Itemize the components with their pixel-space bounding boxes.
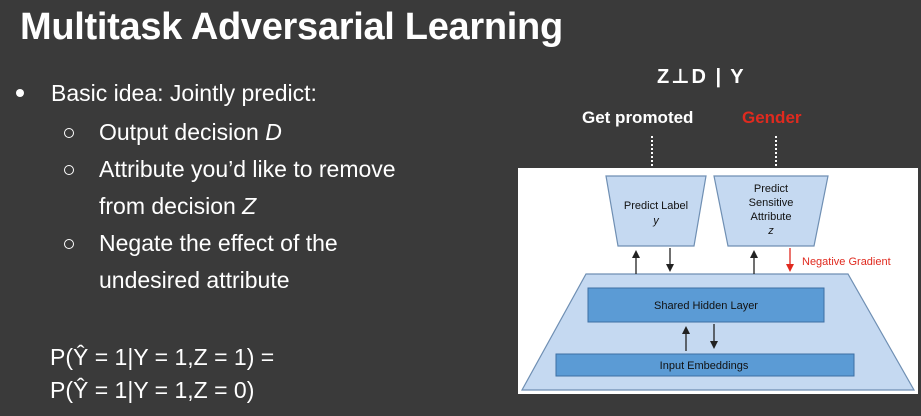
independence-statement: Z⊥D | Y [657, 66, 746, 88]
predict-label-var: y [652, 215, 660, 227]
predict-sensitive-line3: Attribute [751, 211, 792, 223]
sub-bullet-negate-line1: Negate the effect of the [99, 230, 338, 256]
negative-gradient-label: Negative Gradient [802, 256, 891, 268]
sub-bullet-output-text: Output decision D [99, 114, 282, 151]
predict-sensitive-head [713, 175, 829, 247]
sub-bullet-attribute-line2: from decision [99, 193, 243, 219]
predict-sensitive-var: z [767, 225, 774, 237]
input-embeddings-text: Input Embeddings [660, 360, 749, 372]
bullet-main-text: Basic idea: Jointly predict: [51, 80, 317, 106]
shared-hidden-layer-text: Shared Hidden Layer [654, 300, 758, 312]
sub-bullet-circle [64, 165, 74, 175]
label-gender: Gender [742, 108, 802, 127]
input-embeddings-layer [555, 353, 855, 377]
predict-label-text: Predict Label [624, 200, 688, 212]
sub-bullet-attribute-var: Z [242, 193, 257, 219]
formula-line2: P(Ŷ = 1|Y = 1,Z = 0) [50, 377, 255, 403]
sub-bullet-circle [64, 239, 74, 249]
sub-bullet-attribute-line1: Attribute you’d like to remove [99, 156, 396, 182]
sub-bullet-output-prefix: Output decision [99, 119, 266, 145]
bullet-dot [16, 89, 24, 97]
sub-bullet-negate-text: Negate the effect of the undesired attrib… [99, 225, 338, 299]
dotted-connector-label [651, 136, 653, 170]
shared-hidden-layer [587, 287, 825, 323]
architecture-svg: Predict Label y Predict Sensitive Attrib… [520, 175, 916, 391]
sub-bullet-circle [64, 128, 74, 138]
slide-title: Multitask Adversarial Learning [20, 6, 563, 48]
label-get-promoted: Get promoted [582, 108, 694, 127]
formula-line1: P(Ŷ = 1|Y = 1,Z = 1) = [50, 344, 275, 370]
sub-bullet-attribute-text: Attribute you’d like to remove from decis… [99, 151, 396, 225]
sub-bullet-output-var: D [265, 119, 282, 145]
dotted-connector-gender [775, 136, 777, 170]
architecture-diagram: Predict Label y Predict Sensitive Attrib… [518, 168, 918, 394]
sub-bullet-negate-line2: undesired attribute [99, 267, 290, 293]
predict-sensitive-line2: Sensitive [749, 197, 794, 209]
predict-label-head [605, 175, 707, 247]
predict-sensitive-line1: Predict [754, 183, 788, 195]
